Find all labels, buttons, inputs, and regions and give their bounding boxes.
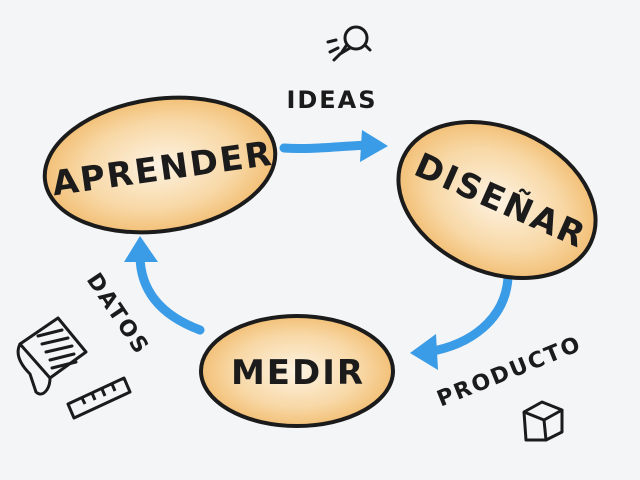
arrow-disenar-to-medir [410,273,513,370]
ruler-icon [66,376,132,420]
label-ideas: IDEAS [286,86,377,114]
document-icon [16,316,88,396]
cube-icon [522,400,564,442]
arrow-medir-to-aprender [124,236,205,335]
node-medir-label: MEDIR [231,353,365,393]
lightbulb-icon [326,25,372,62]
node-aprender: APRENDER [42,95,278,235]
arrow-aprender-to-disenar [279,130,388,162]
node-disenar: DISEÑAR [396,120,598,280]
node-medir: MEDIR [199,314,395,428]
